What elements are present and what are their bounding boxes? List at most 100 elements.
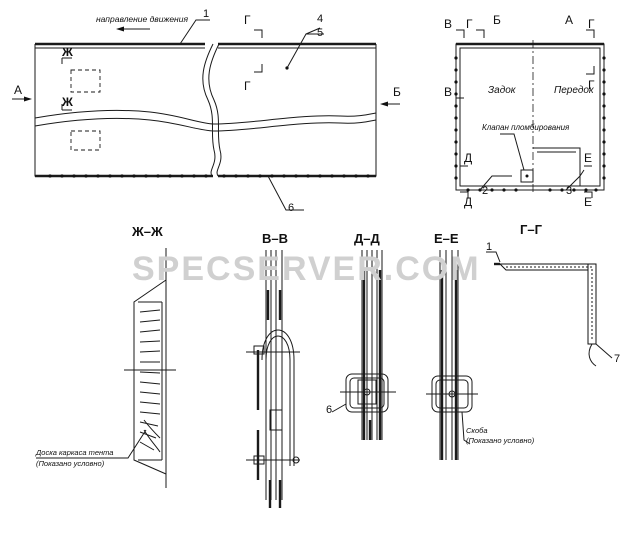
section-v: В–В: [246, 231, 300, 508]
section-v-pin: [292, 456, 300, 464]
view-b-label: Б: [393, 85, 401, 99]
section-zh-top-label: Ж: [61, 45, 73, 59]
section-v-bolts-upper: [266, 290, 282, 320]
section-g-mid-label: Г: [244, 79, 251, 93]
section-zh-grain: [139, 309, 161, 453]
section-zh-bottom-mark: [61, 104, 72, 111]
section-g-callout-1: 1: [486, 241, 492, 253]
section-g: Г–Г 1 7: [486, 222, 620, 367]
plan-right-outline: [218, 44, 377, 177]
plan-dashed-rect-bottom: [70, 130, 101, 151]
section-g-end-right-top-mark: [586, 29, 595, 38]
section-g-top-label: Г: [244, 13, 251, 27]
section-g-top-mark: [254, 29, 263, 38]
section-e-bottom-mark: [584, 191, 593, 198]
label-d-left: Д: [464, 151, 472, 165]
section-e-thick-rails: [440, 270, 458, 460]
section-g-callout-7-leader: [595, 343, 613, 359]
callout-5-leader: [305, 27, 321, 35]
callout-1-leader: [179, 19, 210, 45]
end-inner-outline: [459, 47, 601, 187]
label-g-top-left: Г: [466, 17, 473, 31]
zh-note-2: (Показано условно): [36, 459, 105, 468]
section-d-bracket: [345, 373, 389, 413]
label-v-left: В: [444, 85, 452, 99]
callout-2: 2: [482, 185, 488, 197]
section-d-callout: 6: [326, 404, 332, 416]
section-d-rails: [361, 250, 383, 440]
section-zh-board: [133, 279, 167, 475]
end-right-rivets: [602, 56, 606, 180]
section-d: Д–Д 6: [326, 231, 396, 440]
callout-3: 3: [566, 185, 572, 197]
section-zh: Ж–Ж Доска каркаса тента (Показано условн…: [35, 224, 176, 488]
section-v-rails: [265, 250, 283, 500]
direction-arrow-icon: [116, 26, 124, 32]
end-left-rivets: [454, 56, 458, 180]
plan-mid-break-1: [34, 109, 377, 125]
section-v-bolts-lower: [268, 480, 282, 508]
watermark: SPECSERVER.COM: [132, 250, 481, 288]
section-v-nut-1: [253, 345, 265, 355]
section-e-title: Е–Е: [434, 231, 459, 246]
section-d-bracket-inner: [349, 377, 385, 409]
zh-note-leader: [36, 429, 147, 459]
view-b-arrow-icon: [380, 101, 388, 107]
callout-3-leader: [565, 169, 585, 191]
callout-2-leader: [479, 175, 512, 191]
label-v-top: В: [444, 17, 452, 31]
callout-1: 1: [203, 8, 209, 20]
section-g-title: Г–Г: [520, 222, 543, 237]
plan-bottom-rivets: [48, 174, 370, 178]
callout-4-5-leader: [286, 33, 324, 69]
zh-note-1: Доска каркаса тента: [35, 448, 113, 457]
section-zh-title: Ж–Ж: [131, 224, 163, 239]
section-g-end-top-mark: [476, 29, 485, 38]
section-zh-bottom-label: Ж: [61, 95, 73, 109]
section-g-callout-7: 7: [614, 353, 620, 365]
section-g-end-right-mark: [586, 66, 595, 75]
section-g-end-curve: [588, 343, 597, 367]
direction-label: направление движения: [96, 14, 188, 24]
plan-mid-break-2: [34, 117, 377, 132]
section-e-note-1: Скоба: [466, 426, 488, 435]
label-a: А: [565, 13, 573, 27]
callout-6-leader: [267, 175, 304, 211]
plan-break-line-right: [208, 43, 222, 177]
label-d-bottom: Д: [464, 195, 472, 209]
peredok-label: Передок: [554, 85, 595, 96]
section-v-title: В–В: [262, 231, 288, 246]
section-v-axes: [246, 351, 300, 461]
section-d-bottom-mark: [460, 191, 469, 198]
section-zh-board-inner: [138, 301, 163, 461]
callout-5: 5: [317, 27, 323, 39]
section-e-note-leader: [461, 411, 471, 445]
section-v-top-mark: [456, 29, 465, 38]
label-e-right: Е: [584, 151, 592, 165]
callout-6: 6: [288, 202, 294, 214]
klapan-leader: [500, 133, 525, 171]
label-g-right: Г: [588, 78, 595, 92]
section-e: Е–Е Скоба (Показано условно): [426, 231, 535, 460]
label-e-bottom: Е: [584, 195, 592, 209]
callout-4: 4: [317, 13, 323, 25]
section-e-note-2: (Показано условно): [466, 436, 535, 445]
section-zh-top-mark: [61, 57, 72, 64]
label-b: Б: [493, 13, 501, 27]
section-d-title: Д–Д: [354, 231, 380, 246]
section-e-rails: [439, 250, 459, 460]
section-g-hatching: [506, 266, 593, 340]
seal-valve: [520, 169, 534, 183]
section-g-side-board: [587, 263, 597, 345]
klapan-label: Клапан пломбирования: [482, 123, 570, 132]
plan-view: направление движения 1 4 5 6 Ж Ж Г Г А Б: [12, 8, 401, 214]
section-v-block: [269, 409, 283, 431]
label-g-top-right: Г: [588, 17, 595, 31]
view-a-arrow-icon: [24, 96, 32, 102]
section-g-mid-mark: [254, 64, 263, 73]
zadok-label: Задок: [488, 85, 517, 96]
end-flap: [533, 147, 581, 186]
section-v-u-clamp: [261, 329, 295, 466]
view-a-label: А: [14, 83, 22, 97]
end-outline: [455, 43, 605, 191]
